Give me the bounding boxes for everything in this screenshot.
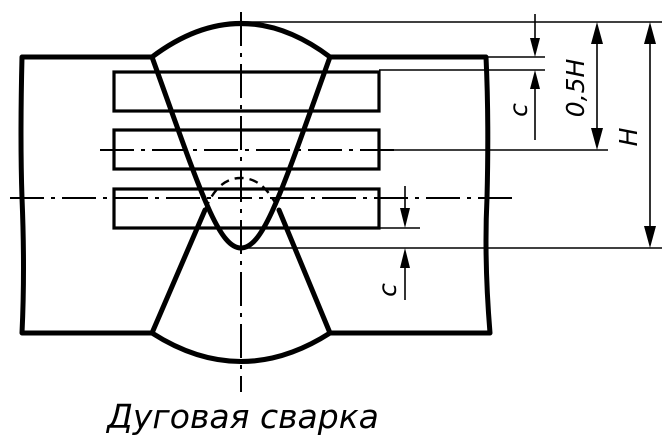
- label-half-h: 0,5H: [561, 59, 590, 118]
- dimension-h: H: [614, 22, 656, 248]
- label-c-bottom: с: [373, 283, 402, 297]
- caption: Дуговая сварка: [105, 397, 379, 436]
- sample-bar-top: [112, 70, 381, 113]
- bottom-weld-left-edge: [149, 207, 208, 336]
- right-plate: [327, 54, 493, 336]
- base-plates: [18, 54, 493, 336]
- dimension-c-top: с: [504, 14, 540, 140]
- label-c-top: с: [504, 103, 533, 117]
- dimension-half-h: 0,5H: [561, 22, 603, 150]
- sample-bar-bottom: [112, 187, 381, 230]
- bottom-weld-right-edge: [276, 207, 333, 336]
- left-plate: [18, 54, 155, 336]
- extension-lines: [241, 21, 662, 249]
- axis-lines: [10, 12, 512, 392]
- dimension-c-bottom: с: [373, 186, 410, 300]
- bottom-reinforcement: [149, 330, 333, 364]
- label-h: H: [614, 127, 643, 146]
